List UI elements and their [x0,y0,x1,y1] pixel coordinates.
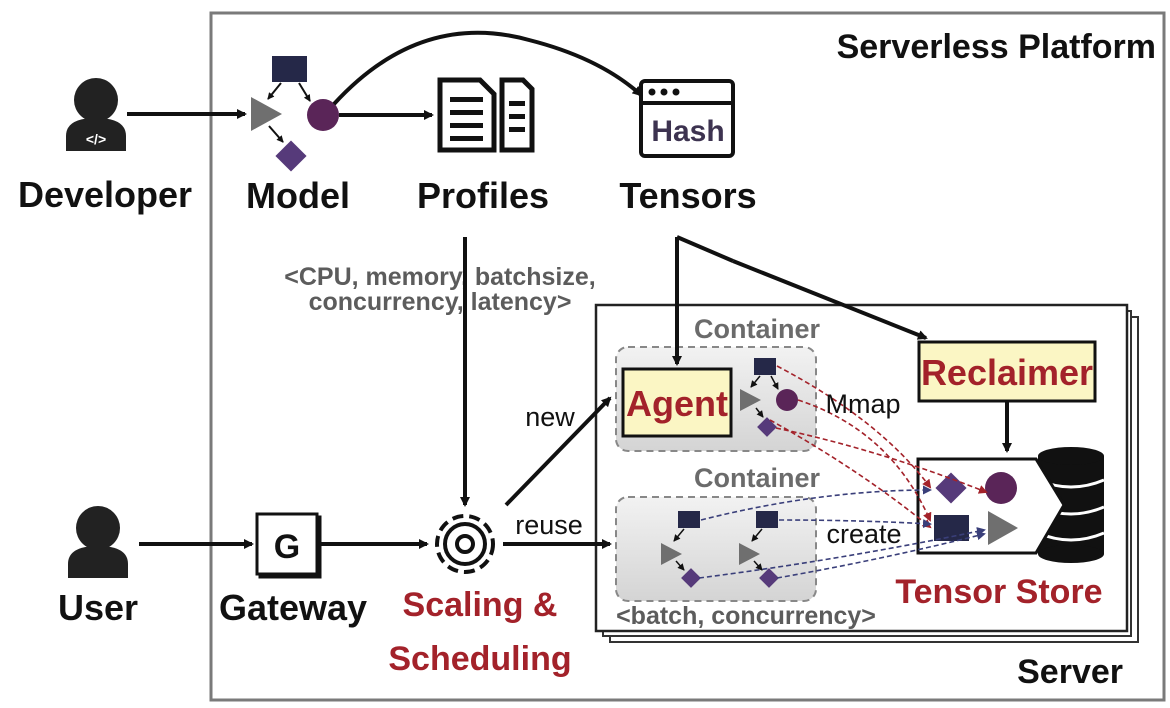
platform-title: Serverless Platform [837,28,1156,66]
model-copy-top [740,358,798,437]
tensor-store-label: Tensor Store [895,573,1102,611]
model-copy-bottom-left [661,511,701,588]
profiles-label: Profiles [417,175,549,216]
gateway-label: Gateway [219,587,367,628]
profiles-tuple-line1: <CPU, memory, batchsize, [284,263,595,291]
mmap-links [769,365,988,529]
user-label: User [58,587,138,628]
model-copy-bottom-right [739,511,779,588]
edge-label-create: create [826,519,901,549]
arrow-model-tensors [332,30,643,106]
gateway-icon: G [255,512,322,579]
tensor-store-box [916,457,1066,555]
user-icon [68,506,128,578]
model-label: Model [246,175,350,216]
svg-text:Hash: Hash [651,115,724,148]
edge-label-reuse: reuse [515,510,583,540]
create-links [698,485,986,579]
developer-label: Developer [18,174,192,215]
agent-box [621,367,733,438]
hash-window-icon: Hash [639,79,735,158]
container-bottom-tuple: <batch, concurrency> [616,602,876,630]
arrow-tensors-reclaimer-a [676,235,734,263]
gear-icon [435,514,495,574]
developer-icon: </> [66,78,126,151]
container-top-title: Container [694,314,821,344]
profiles-tuple-line2: concurrency, latency> [309,288,572,316]
container-bottom-title: Container [694,463,821,493]
arrow-tensors-reclaimer-b [732,259,928,340]
agent-label: Agent [626,383,728,424]
reclaimer-label: Reclaimer [921,352,1093,393]
arrow-scheduler-new [504,396,612,507]
edge-label-new: new [525,402,575,432]
tensors-label: Tensors [619,175,756,216]
server-title: Server [1017,653,1123,691]
profiles-icon [437,77,535,153]
arrows [127,30,1012,549]
scheduler-label-line2: Scheduling [388,640,571,678]
container-bottom [615,496,817,602]
svg-text:G: G [274,528,300,566]
model-icon [251,56,339,172]
svg-text:</>: </> [86,131,106,147]
scheduler-label-line1: Scaling & [403,586,558,624]
edge-label-mmap: Mmap [825,389,900,419]
platform-frame [209,11,1166,702]
